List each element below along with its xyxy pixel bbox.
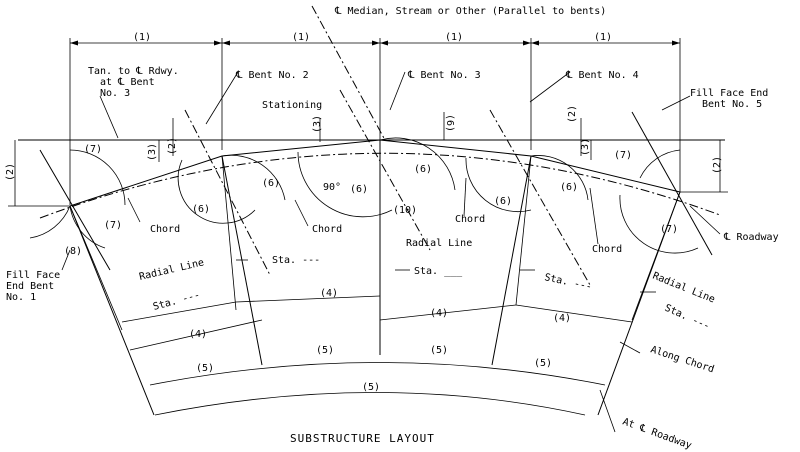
angle-8: (8) <box>64 246 82 257</box>
chord-label-c: Chord <box>455 214 485 225</box>
fill-end5-line2: Bent No. 5 <box>702 99 762 110</box>
angle-6-e: (6) <box>494 196 512 207</box>
tan-label-line2: at ℄ Bent <box>100 77 155 88</box>
dim-2-bent4: (2) <box>567 105 578 123</box>
bent2-label: ℄ Bent No. 2 <box>235 70 309 81</box>
dim-4-b: (4) <box>430 308 448 319</box>
sta-label-right: Sta. --- <box>663 303 711 333</box>
angle-6-a: (6) <box>192 204 210 215</box>
angle-90-label: 90° <box>323 182 341 193</box>
dim-1-span-c: (1) <box>445 32 463 43</box>
dim-5-b: (5) <box>316 345 334 356</box>
fill-end1-line1: Fill Face <box>6 270 60 281</box>
bent3-label: ℄ Bent No. 3 <box>407 70 481 81</box>
leader-lines <box>61 71 721 433</box>
radial-line-center: Radial Line <box>406 238 472 249</box>
radial-lines <box>69 140 681 416</box>
end-dimension-2 <box>8 140 728 207</box>
dim-1-span-b: (1) <box>292 32 310 43</box>
dim-2-left: (2) <box>5 163 16 181</box>
dim-2-bent2: (2) <box>167 137 178 155</box>
chord-label-d: Chord <box>592 244 622 255</box>
drawing-title: SUBSTRUCTURE LAYOUT <box>290 432 435 445</box>
median-label: ℄ Median, Stream or Other (Parallel to b… <box>334 6 606 17</box>
dim-3-bent2: (3) <box>147 143 158 161</box>
top-dimension-group <box>69 38 681 205</box>
radial-line-right: Radial Line <box>651 271 717 306</box>
dim-2-right: (2) <box>712 156 723 174</box>
roadway-label: ℄ Roadway <box>723 232 779 243</box>
dim-5-a: (5) <box>196 363 214 374</box>
dim-5-d: (5) <box>534 358 552 369</box>
radial-line-left: Radial Line <box>138 257 205 283</box>
dim-6-bent3-top: (6) <box>444 114 455 132</box>
bent-skew-lines <box>39 89 713 286</box>
tan-label-line1: Tan. to ℄ Rdwy. <box>88 66 179 77</box>
dim-4-c: (4) <box>553 313 571 324</box>
arc-dimensions-5 <box>149 362 606 416</box>
chord-label-b: Chord <box>312 224 342 235</box>
fill-end1-line2: End Bent <box>6 281 54 292</box>
angle-6-c: (6) <box>350 184 368 195</box>
dim-5-c: (5) <box>430 345 448 356</box>
angle-arcs <box>29 137 699 254</box>
sta-label-center: Sta. ___ <box>414 266 463 277</box>
angle-6-f: (6) <box>560 182 578 193</box>
fill-end1-line3: No. 1 <box>6 292 36 303</box>
fill-end5-line1: Fill Face End <box>690 88 768 99</box>
angle-10: (10) <box>393 205 417 216</box>
dim-3-bent4: (3) <box>580 138 591 156</box>
angle-7-b: (7) <box>104 220 122 231</box>
dim-5-e: (5) <box>362 382 380 393</box>
bent4-label: ℄ Bent No. 4 <box>565 70 639 81</box>
angle-7-d: (7) <box>660 224 678 235</box>
chord-dimensions-4 <box>121 295 633 351</box>
dim-1-span-a: (1) <box>133 32 151 43</box>
angle-6-b: (6) <box>262 178 280 189</box>
small-offset-dims <box>158 112 592 162</box>
median-line <box>311 5 386 141</box>
sta-label-b2: Sta. --- <box>272 255 320 266</box>
chord-label-a: Chord <box>150 224 180 235</box>
at-roadway-label: At ℄ Roadway <box>621 416 693 451</box>
dim-1-span-d: (1) <box>594 32 612 43</box>
stationing-label: Stationing <box>262 100 322 111</box>
along-chord-label: Along Chord <box>649 344 715 375</box>
angle-7-a: (7) <box>84 144 102 155</box>
angle-7-c: (7) <box>614 150 632 161</box>
angle-6-d: (6) <box>414 164 432 175</box>
sta-label-b4: Sta. --- <box>543 272 592 293</box>
dim-4-d: (4) <box>189 329 207 340</box>
station-ticks <box>236 259 656 293</box>
dim-3-bent3: (3) <box>312 115 323 133</box>
dim-4-a: (4) <box>320 288 338 299</box>
tan-label-line3: No. 3 <box>100 88 130 99</box>
